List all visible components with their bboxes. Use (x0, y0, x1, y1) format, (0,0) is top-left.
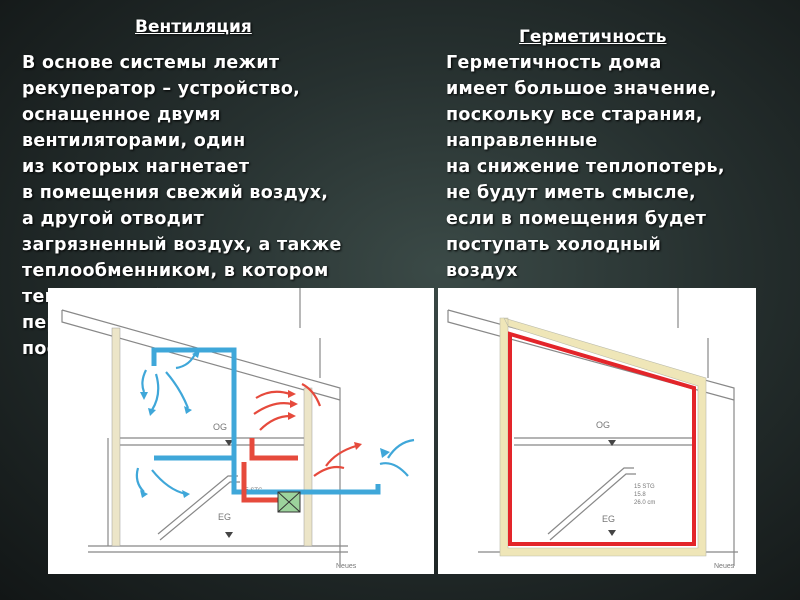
ventilation-diagram: OG EG 15 STG 26.0 cm Neues (48, 288, 434, 574)
airtightness-diagram: OG EG 15 STG 15.8 26.0 cm Neues (438, 288, 756, 574)
credit-label-right: Neues (714, 563, 735, 570)
supply-duct (151, 347, 381, 495)
ventilation-heading: Вентиляция (135, 17, 252, 37)
exhaust-arrow-heads (288, 390, 362, 450)
airtightness-diagram-svg: OG EG 15 STG 15.8 26.0 cm Neues (447, 288, 738, 570)
stair-note-right-1: 15 STG (634, 484, 655, 490)
floor-markers (225, 440, 233, 538)
exhaust-air-arrows (253, 383, 357, 477)
supply-air-arrows (135, 351, 415, 496)
insulation-strip (111, 327, 313, 547)
supply-arrow-heads (140, 350, 390, 498)
recuperator (277, 491, 301, 513)
stair-note-right-3: 26.0 cm (634, 500, 655, 506)
credit-label: Neues (336, 563, 357, 570)
upper-floor-label: OG (213, 422, 227, 432)
airtightness-heading: Герметичность (519, 27, 667, 47)
ventilation-diagram-svg: OG EG 15 STG 26.0 cm Neues (61, 288, 415, 570)
lower-floor-label: EG (218, 512, 231, 522)
airtight-seal-line (508, 331, 696, 546)
stair-note-right-2: 15.8 (634, 492, 646, 498)
exhaust-duct (241, 438, 298, 503)
floor-markers-right (608, 440, 616, 536)
insulation-envelope (499, 317, 707, 557)
lower-floor-label-right: EG (602, 514, 615, 524)
upper-floor-label-right: OG (596, 420, 610, 430)
airtightness-text: Герметичность дома имеет большое значени… (446, 53, 725, 281)
